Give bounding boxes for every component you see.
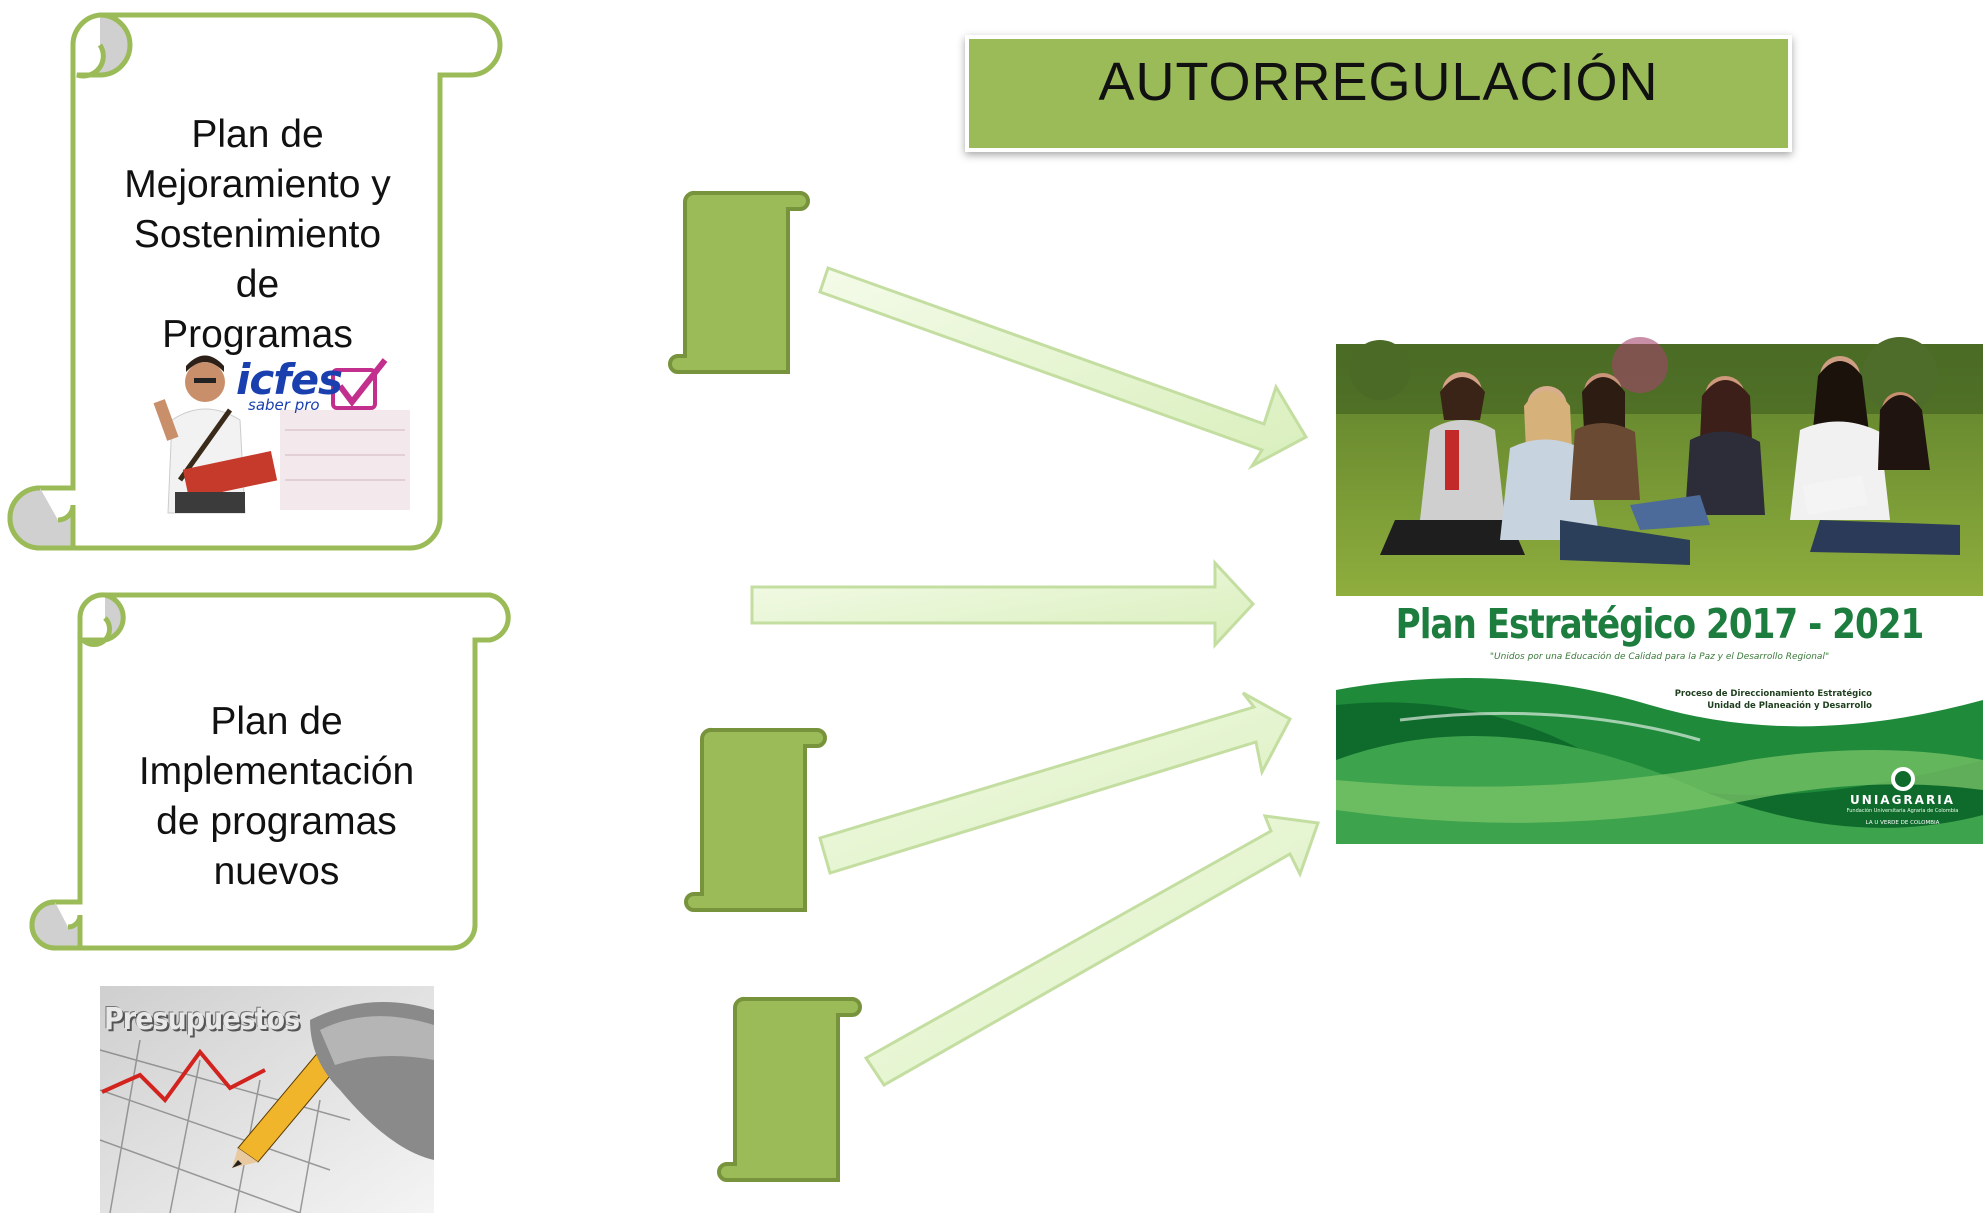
scroll-top-line: Mejoramiento y xyxy=(124,163,391,206)
scroll-bottom-shape xyxy=(29,592,511,951)
scroll-icon xyxy=(717,996,862,1182)
scroll-bottom-line: nuevos xyxy=(213,850,340,893)
cover-brand: UNIAGRARIA xyxy=(1850,793,1955,807)
title-text: AUTORREGULACIÓN xyxy=(1098,52,1659,112)
scroll-top-line: de xyxy=(235,263,280,306)
cover-process-line: Unidad de Planeación y Desarrollo xyxy=(1707,701,1872,711)
scroll-bottom-line: Implementación xyxy=(138,750,415,793)
scroll-top-line: Sostenimiento xyxy=(133,213,382,256)
budget-photo xyxy=(99,986,434,1213)
icfes-photo xyxy=(150,355,412,515)
cover-process-line: Proceso de Direccionamiento Estratégico xyxy=(1674,689,1872,699)
scroll-icon xyxy=(684,727,827,912)
cover-process: Proceso de Direccionamiento Estratégico … xyxy=(1600,688,1872,712)
scroll-top-line: Plan de xyxy=(191,113,324,156)
scroll-icon xyxy=(668,190,810,374)
strategic-plan-cover xyxy=(1336,337,1983,844)
block-arrow-icon xyxy=(818,266,1309,470)
cover-tagline: "Unidos por una Educación de Calidad par… xyxy=(1489,652,1830,662)
title-banner: AUTORREGULACIÓN xyxy=(965,35,1792,152)
budget-title: Presupuestos xyxy=(104,1002,300,1037)
block-arrow-icon xyxy=(818,691,1293,875)
scroll-bottom-text: Plan de Implementación de programas nuev… xyxy=(100,697,453,897)
cover-slogan: LA U VERDE DE COLOMBIA xyxy=(1865,820,1940,826)
cover-title: Plan Estratégico 2017 - 2021 xyxy=(1395,600,1925,648)
scroll-bottom-line: de programas xyxy=(156,800,397,843)
scroll-top-line: Programas xyxy=(162,313,353,356)
cover-brand-sub: Fundación Universitaria Agraria de Colom… xyxy=(1846,808,1959,814)
block-arrow-icon xyxy=(863,814,1321,1087)
icfes-logo: icfes xyxy=(236,355,343,404)
block-arrow-icon xyxy=(750,559,1256,649)
scroll-top-text: Plan de Mejoramiento y Sostenimiento de … xyxy=(100,110,415,360)
icfes-subtitle: saber pro xyxy=(248,396,320,414)
scroll-bottom-line: Plan de xyxy=(210,700,343,743)
